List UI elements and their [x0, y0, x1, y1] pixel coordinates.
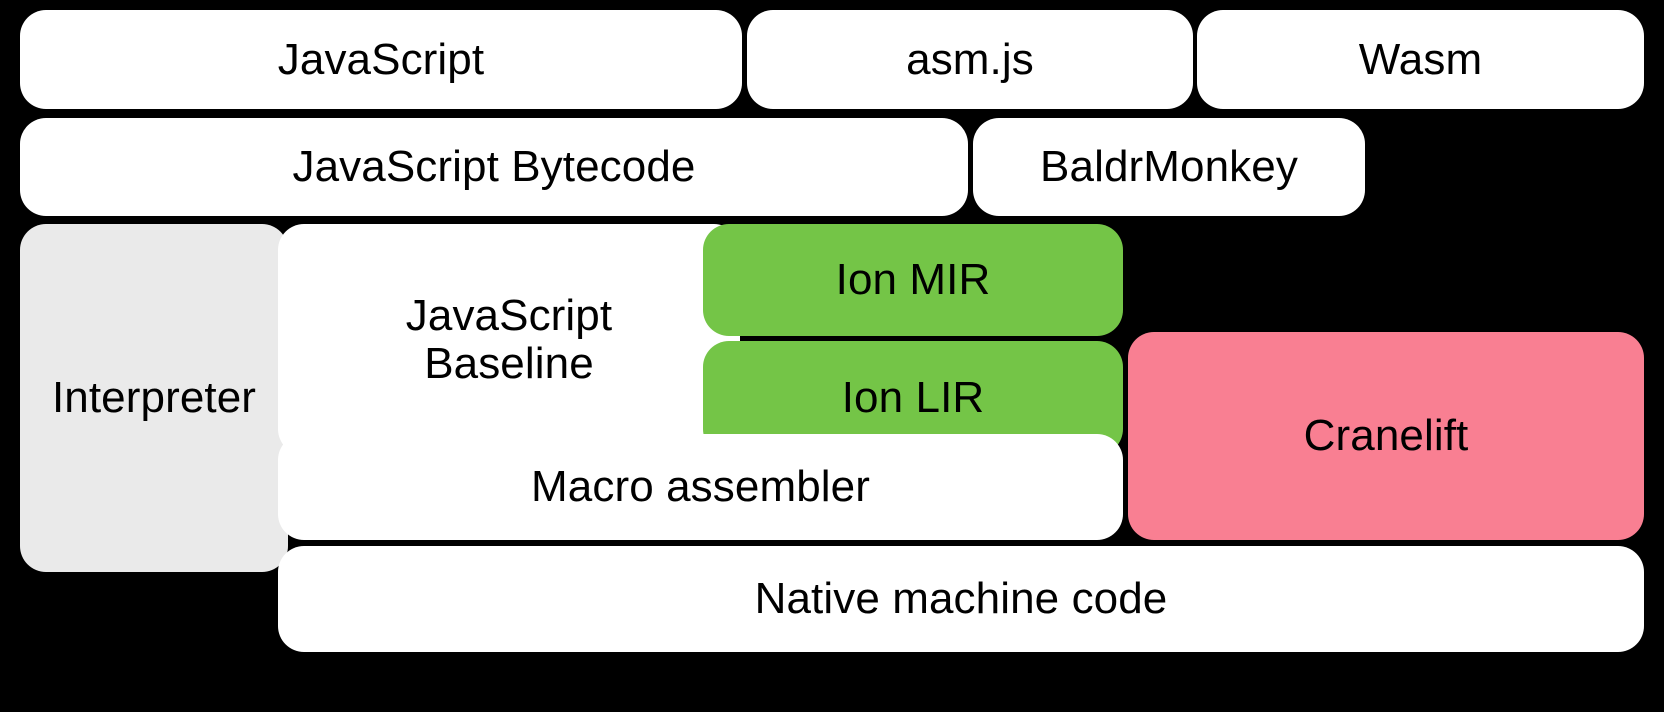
node-wasm: Wasm: [1197, 10, 1644, 109]
node-javascript-bytecode: JavaScript Bytecode: [20, 118, 968, 216]
node-baldrmonkey: BaldrMonkey: [973, 118, 1365, 216]
node-ion-mir: Ion MIR: [703, 224, 1123, 336]
node-javascript-baseline: JavaScript Baseline: [278, 224, 740, 455]
node-cranelift: Cranelift: [1128, 332, 1644, 540]
node-native-machine-code: Native machine code: [278, 546, 1644, 652]
node-asmjs: asm.js: [747, 10, 1193, 109]
node-interpreter: Interpreter: [20, 224, 288, 572]
node-macro-assembler: Macro assembler: [278, 434, 1123, 540]
node-javascript: JavaScript: [20, 10, 742, 109]
